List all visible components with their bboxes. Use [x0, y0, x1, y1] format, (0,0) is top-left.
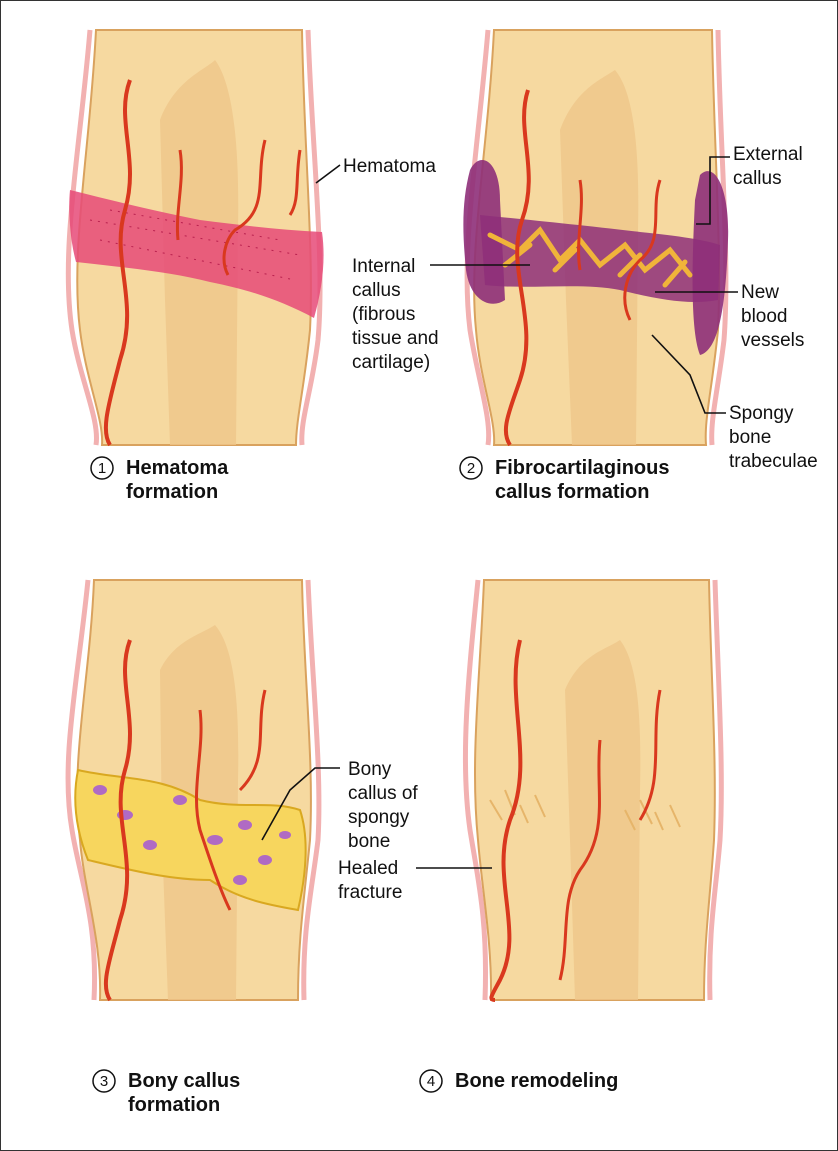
callus-cavity	[279, 831, 291, 839]
label-internal-callus-line3: (fibrous	[352, 304, 415, 325]
panel-1-caption-line2: formation	[126, 481, 218, 503]
label-external-callus-line1: External	[733, 144, 803, 165]
panel-4-number: 4	[427, 1073, 435, 1090]
label-spongy-bone-line1: Spongy	[729, 403, 794, 424]
label-spongy-bone-line3: trabeculae	[729, 451, 818, 472]
panel-3-caption: 3 Bony callus formation	[93, 1070, 240, 1116]
label-bony-callus-line3: spongy	[348, 807, 410, 828]
label-internal-callus-line4: tissue and	[352, 328, 439, 349]
panel-3-caption-line1: Bony callus	[128, 1070, 240, 1092]
label-bony-callus-line2: callus of	[348, 783, 418, 804]
label-healed-fracture-line2: fracture	[338, 882, 402, 903]
panel-3-illustration	[68, 580, 319, 1000]
panel-4-labels: Healed fracture	[338, 858, 492, 903]
label-internal-callus-line2: callus	[352, 280, 401, 301]
callus-cavity	[143, 840, 157, 850]
panel-2-caption-line1: Fibrocartilaginous	[495, 457, 669, 479]
panel-4-illustration	[465, 580, 721, 1000]
callus-cavity	[233, 875, 247, 885]
label-bony-callus-line4: bone	[348, 831, 390, 852]
panel-2-caption: 2 Fibrocartilaginous callus formation	[460, 457, 669, 503]
leader-hematoma	[316, 165, 340, 183]
panel-1-caption: 1 Hematoma formation	[91, 457, 229, 503]
callus-cavity	[173, 795, 187, 805]
callus-cavity	[238, 820, 252, 830]
label-spongy-bone-line2: bone	[729, 427, 771, 448]
panel-3-caption-line2: formation	[128, 1094, 220, 1116]
label-new-blood-vessels-line3: vessels	[741, 330, 804, 351]
panel-1-illustration	[68, 30, 323, 445]
label-new-blood-vessels-line2: blood	[741, 306, 788, 327]
label-internal-callus-line1: Internal	[352, 256, 415, 277]
panel-2-illustration	[463, 30, 728, 445]
label-internal-callus-line5: cartilage)	[352, 352, 430, 373]
panel-2-caption-line2: callus formation	[495, 481, 649, 503]
callus-cavity	[258, 855, 272, 865]
panel-1-labels: Hematoma	[316, 156, 436, 183]
label-hematoma: Hematoma	[343, 156, 436, 177]
callus-cavity	[93, 785, 107, 795]
label-healed-fracture-line1: Healed	[338, 858, 398, 879]
label-bony-callus-line1: Bony	[348, 759, 392, 780]
panel-3-number: 3	[100, 1073, 108, 1090]
label-new-blood-vessels-line1: New	[741, 282, 779, 303]
panel-4-caption: 4 Bone remodeling	[420, 1070, 618, 1092]
label-external-callus-line2: callus	[733, 168, 782, 189]
panel-4-caption-line1: Bone remodeling	[455, 1070, 618, 1092]
panel-1-caption-line1: Hematoma	[126, 457, 229, 479]
callus-cavity	[207, 835, 223, 845]
panel-1-number: 1	[98, 460, 106, 477]
panel-2-number: 2	[467, 460, 475, 477]
